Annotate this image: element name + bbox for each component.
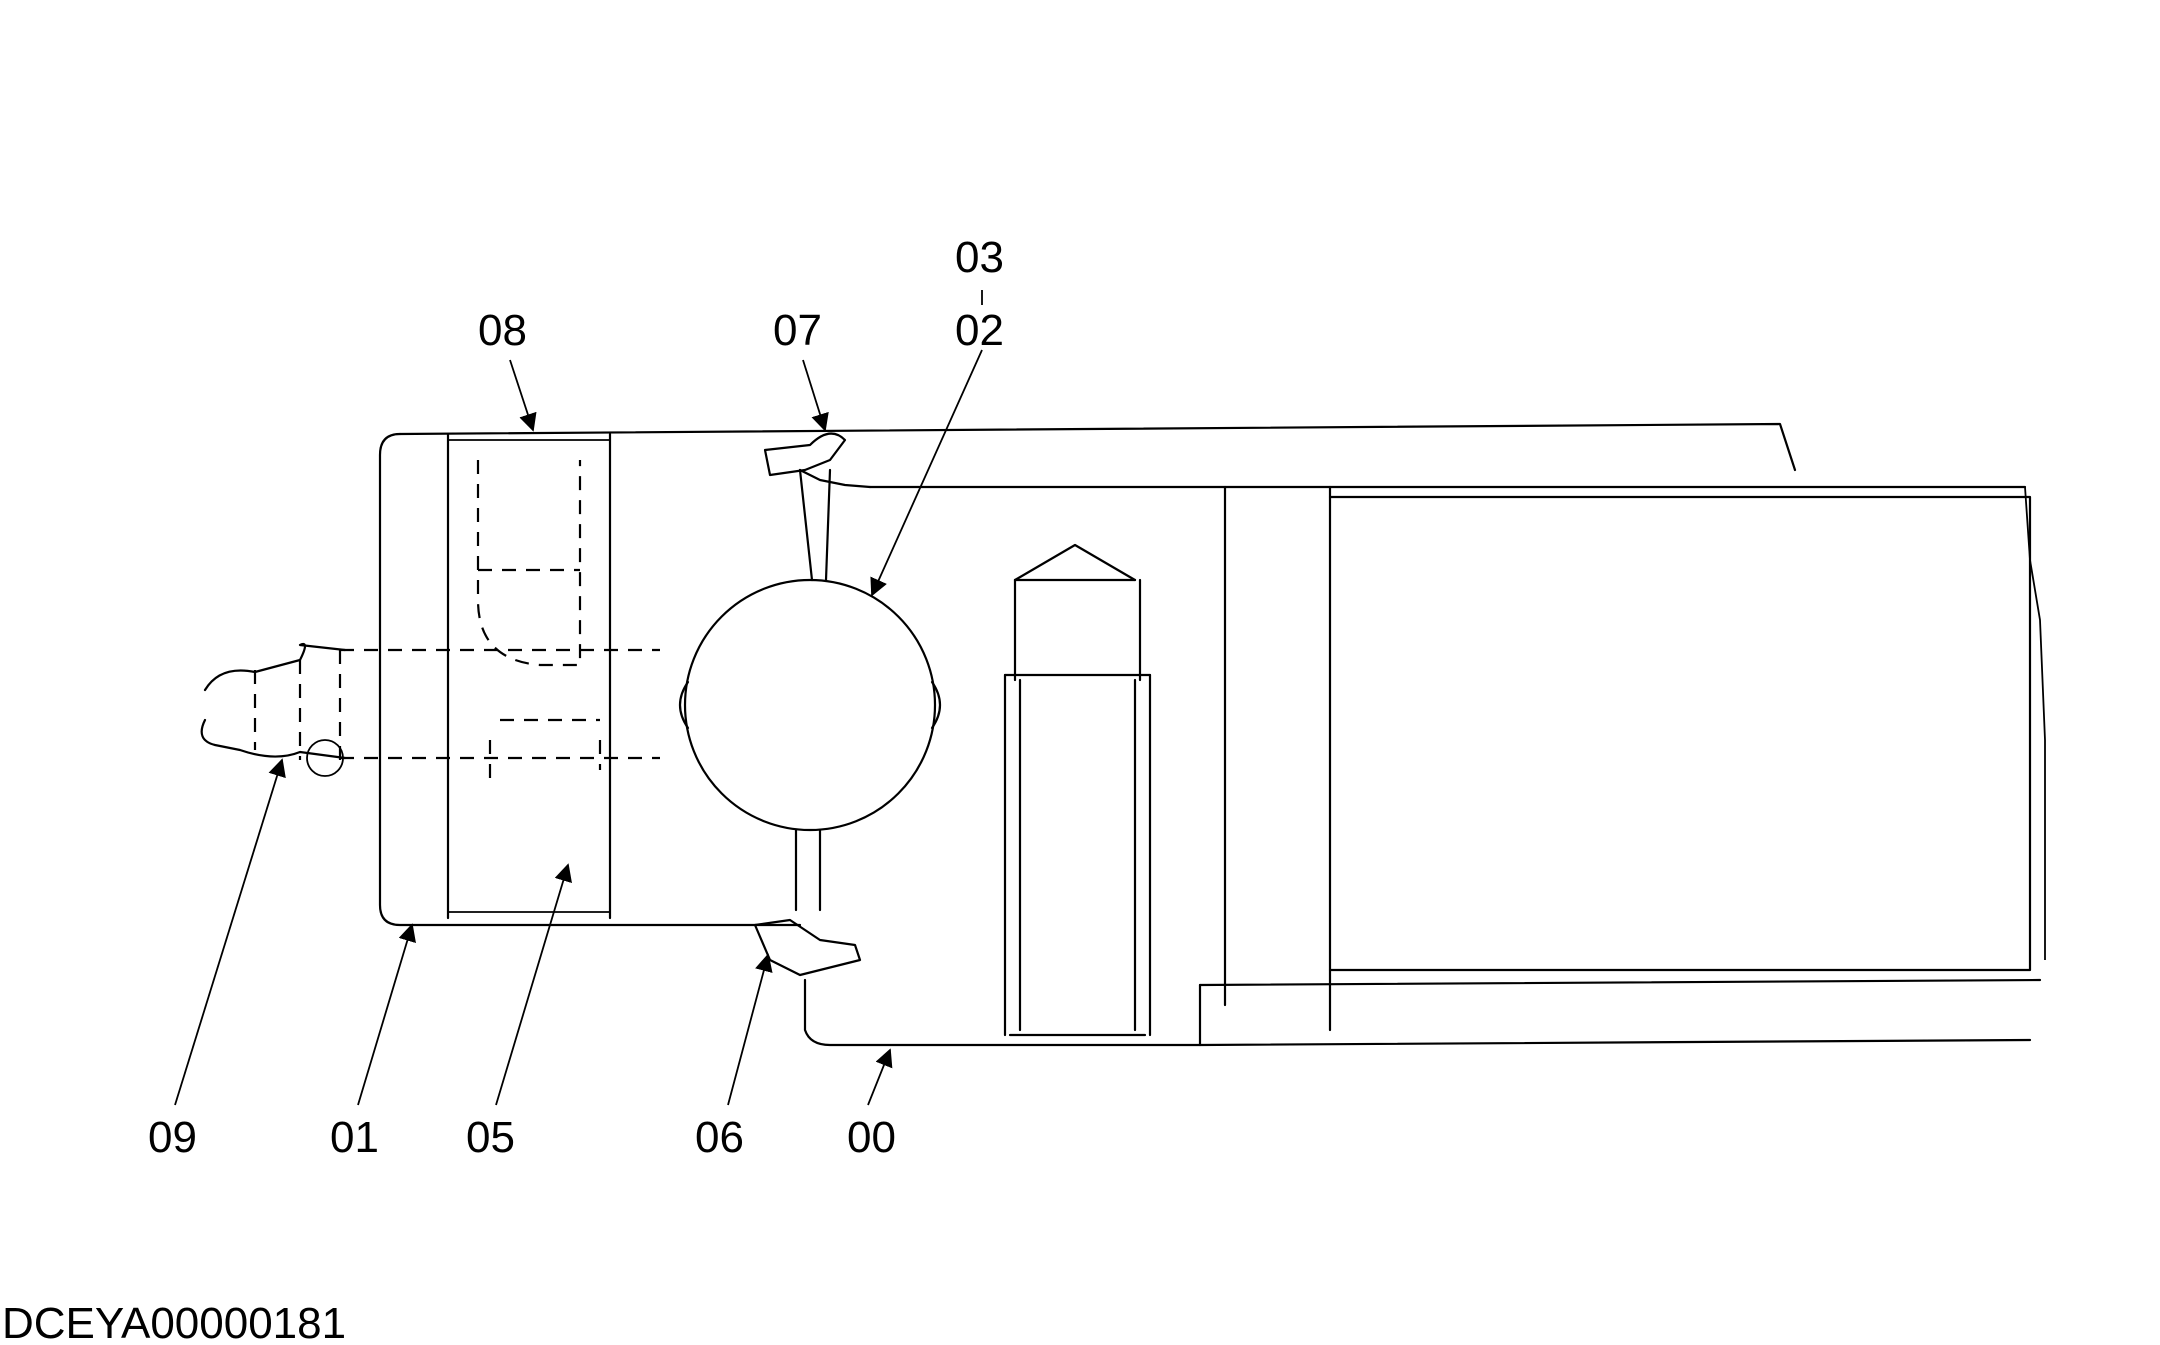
bolt-hole-inner	[1003, 543, 1152, 1037]
drawing-code: DCEYA00000181	[2, 1299, 346, 1345]
callout-08: 08	[478, 306, 527, 355]
outer-ring	[378, 422, 1797, 927]
grease-fitting	[200, 642, 660, 777]
ball-and-raceway	[678, 468, 942, 912]
callout-07: 07	[773, 306, 822, 355]
bolt-hole-outer	[476, 460, 602, 780]
callout-01: 01	[330, 1113, 379, 1162]
callout-09: 09	[148, 1113, 197, 1162]
callout-03: 03	[955, 233, 1004, 282]
lower-seal	[753, 918, 862, 977]
callout-00: 00	[847, 1113, 896, 1162]
upper-seal	[763, 432, 872, 489]
callout-05: 05	[466, 1113, 515, 1162]
inner-ring	[803, 485, 2046, 1047]
callout-06: 06	[695, 1113, 744, 1162]
leader-lines	[174, 290, 983, 1106]
callout-labels: 08 07 03 02 09 01 05 06 00	[148, 233, 1004, 1162]
callout-02: 02	[955, 306, 1004, 355]
